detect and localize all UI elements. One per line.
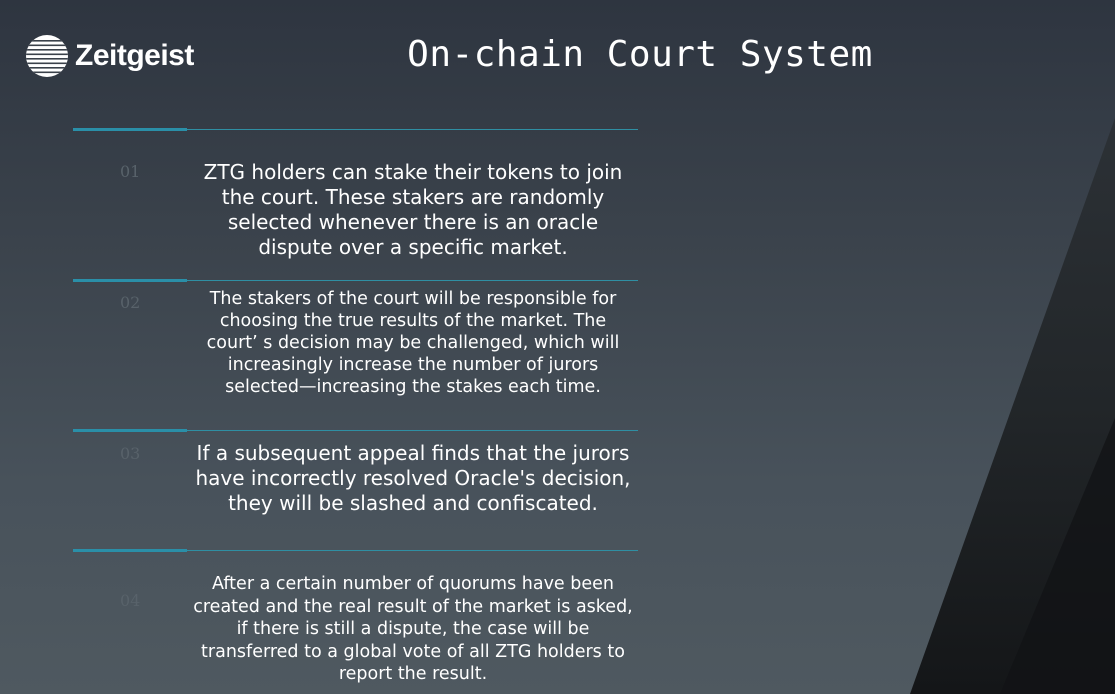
item-number: 04 (120, 591, 141, 610)
brand-name: Zeitgeist (75, 39, 194, 72)
slide-title: On-chain Court System (407, 34, 873, 75)
divider (73, 280, 638, 281)
item-text: After a certain number of quorums have b… (193, 574, 633, 684)
divider-accent (73, 429, 187, 432)
item-number: 02 (120, 293, 141, 312)
item-number: 01 (120, 162, 141, 181)
divider (73, 129, 638, 130)
striped-globe-icon (26, 35, 68, 77)
divider (73, 550, 638, 551)
item-text: If a subsequent appeal finds that the ju… (195, 441, 631, 515)
brand-logo: Zeitgeist (25, 34, 194, 78)
divider-accent (73, 279, 187, 282)
item-text: The stakers of the court will be respons… (206, 289, 620, 397)
item-number: 03 (120, 444, 141, 463)
divider (73, 430, 638, 431)
item-text: ZTG holders can stake their tokens to jo… (203, 160, 623, 259)
divider-accent (73, 549, 187, 552)
divider-accent (73, 128, 187, 131)
